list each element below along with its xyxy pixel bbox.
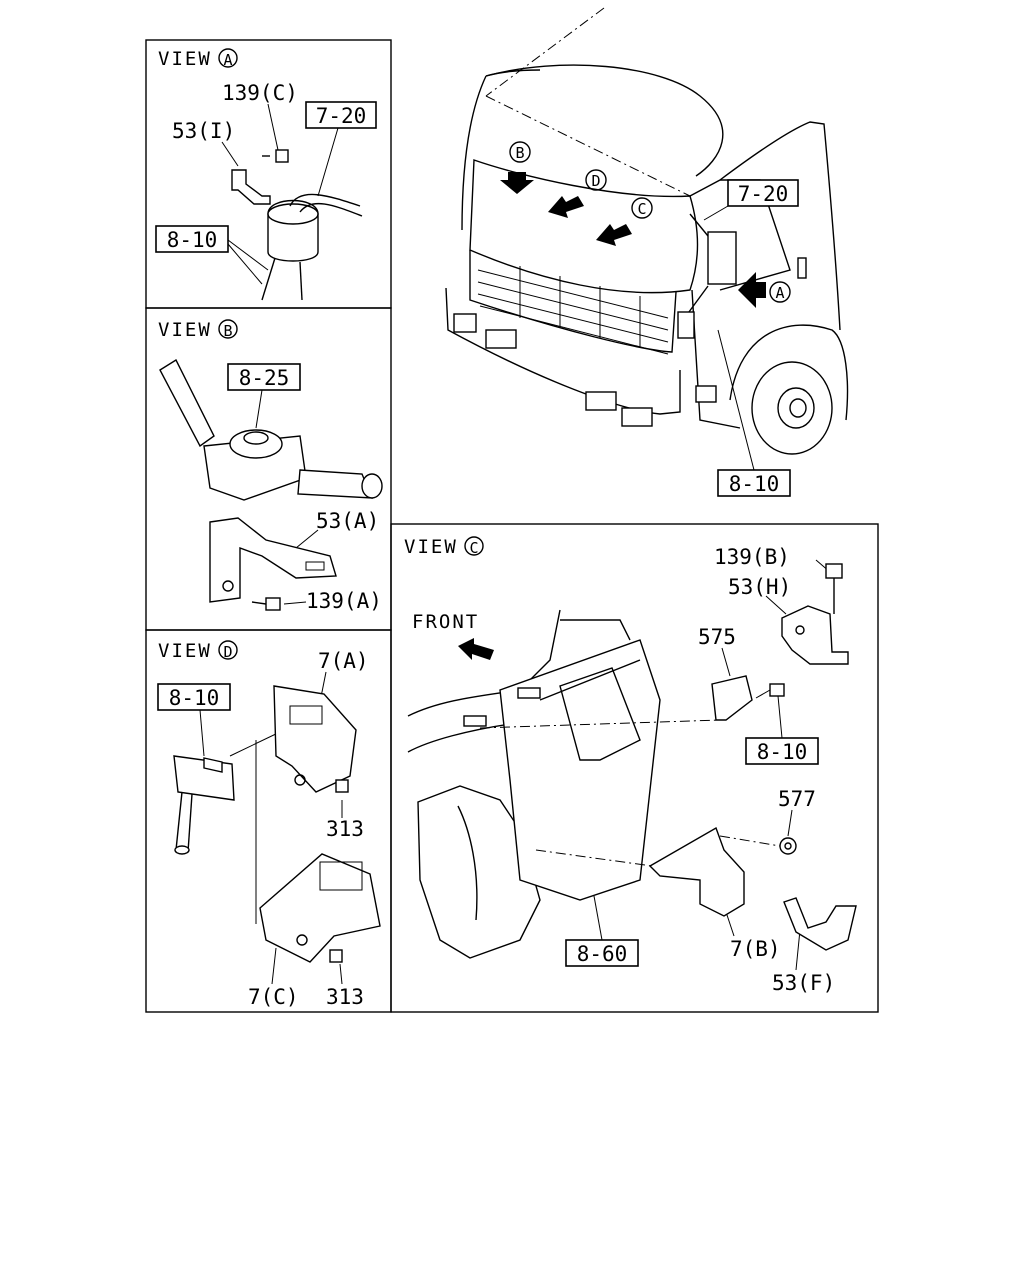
view-a-bolt <box>262 149 289 163</box>
main-ref-7-20: 7-20 <box>738 182 789 206</box>
view-d-letter: D <box>223 643 232 661</box>
view-a-part-53i: 53(I) <box>172 119 235 143</box>
panel-frames <box>145 39 879 1013</box>
view-d-bracket-7a <box>273 685 357 793</box>
view-c-letter-circle <box>464 536 484 556</box>
view-a-connector <box>261 193 363 301</box>
view-c-screw <box>769 683 785 697</box>
view-a-ref-8-10: 8-10 <box>167 228 218 252</box>
view-c-part-139b: 139(B) <box>714 545 790 569</box>
view-a-ref-box-7-20 <box>305 101 377 129</box>
view-c-ref-8-60: 8-60 <box>577 942 628 966</box>
view-c-part-575: 575 <box>698 625 736 649</box>
view-c-letter: C <box>469 539 478 557</box>
view-d-panel: VIEW D 8-10 7(A) 313 7(C) 313 <box>157 640 381 1009</box>
view-c-part-577: 577 <box>778 787 816 811</box>
view-c-ref-box-8-60 <box>565 939 639 967</box>
view-d-ref-8-10: 8-10 <box>169 686 220 710</box>
arrow-c-icon <box>596 224 632 246</box>
view-c-front-label: FRONT <box>412 611 479 633</box>
view-a-part-139c: 139(C) <box>222 81 298 105</box>
main-ref-box-7-20 <box>727 179 799 207</box>
view-d-ref-box-8-10 <box>157 683 231 711</box>
view-c-bracket-7b <box>648 826 745 917</box>
view-d-part-313-upper: 313 <box>326 817 364 841</box>
front-arrow-icon <box>458 638 494 660</box>
view-d-part-7a: 7(A) <box>318 649 369 673</box>
view-c-ref-8-10: 8-10 <box>757 740 808 764</box>
view-b-part-53a: 53(A) <box>316 509 379 533</box>
view-a-bracket <box>231 169 271 205</box>
view-c-ref-box-8-10 <box>745 737 819 765</box>
view-c-part-53f: 53(F) <box>772 971 835 995</box>
view-d-bolt-lower <box>329 949 343 963</box>
view-c-bracket-575 <box>711 675 753 721</box>
view-a-letter: A <box>223 51 232 69</box>
view-a-ref-7-20: 7-20 <box>316 104 367 128</box>
view-d-part-7c: 7(C) <box>248 985 299 1009</box>
callout-b: B <box>515 144 524 162</box>
view-d-bracket-7c <box>259 853 381 963</box>
main-ref-8-10: 8-10 <box>729 472 780 496</box>
arrow-b-icon <box>500 172 534 194</box>
view-a-ref-box-8-10 <box>155 225 229 253</box>
view-c-part-7b: 7(B) <box>730 937 781 961</box>
callout-a: A <box>775 284 784 302</box>
view-b-part-139a: 139(A) <box>306 589 382 613</box>
callout-d-circle <box>585 169 607 191</box>
main-callouts: B D C A <box>509 141 791 303</box>
callout-c: C <box>637 200 646 218</box>
callout-a-circle <box>769 281 791 303</box>
callout-d: D <box>591 172 600 190</box>
view-a-letter-circle <box>218 48 238 68</box>
view-d-title: VIEW <box>158 640 212 662</box>
view-c-engine <box>407 609 721 959</box>
view-c-part-53h: 53(H) <box>728 575 791 599</box>
view-c-bracket-53f <box>783 897 857 951</box>
view-b-letter: B <box>223 322 232 340</box>
view-b-switch <box>159 358 383 501</box>
view-a-panel: VIEW A 139(C) 53(I) 7-20 8-10 <box>155 48 377 301</box>
view-c-nut-577 <box>779 837 797 855</box>
view-a-title: VIEW <box>158 48 212 70</box>
view-b-bolt <box>251 597 281 611</box>
view-c-bracket-53h <box>781 563 849 665</box>
view-d-letter-circle <box>218 640 238 660</box>
truck-cab-illustration <box>445 7 849 455</box>
view-b-ref-box-8-25 <box>227 363 301 391</box>
view-b-bracket <box>209 517 337 603</box>
view-d-connector <box>173 755 235 855</box>
callout-c-circle <box>631 197 653 219</box>
view-d-part-313-lower: 313 <box>326 985 364 1009</box>
view-c-panel: VIEW C FRONT 139(B) 53(H) 575 577 7(B) 5… <box>404 536 857 995</box>
view-c-title: VIEW <box>404 536 458 558</box>
view-b-title: VIEW <box>158 319 212 341</box>
callout-b-circle <box>509 141 531 163</box>
view-b-letter-circle <box>218 319 238 339</box>
arrow-d-icon <box>548 196 584 218</box>
view-b-ref-8-25: 8-25 <box>239 366 290 390</box>
view-d-bolt-upper <box>335 779 349 793</box>
arrow-a-icon <box>738 272 766 308</box>
truck-grille <box>477 266 669 355</box>
view-b-panel: VIEW B 8-25 53(A) 139(A) <box>158 319 383 613</box>
